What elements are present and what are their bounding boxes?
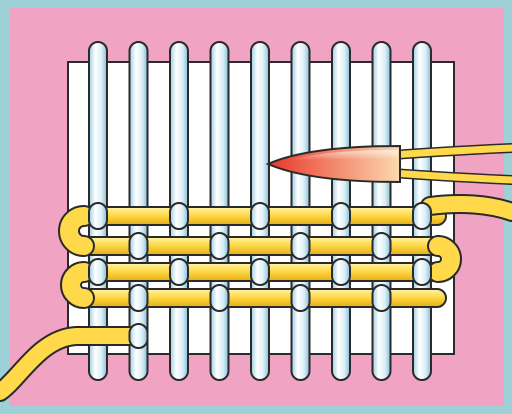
warp-over-segment [130, 285, 148, 311]
warp-over-segment [170, 259, 188, 285]
warp-over-segment [211, 233, 229, 259]
warp-over-segment [413, 259, 431, 285]
warp-over-segment [211, 285, 229, 311]
weft-out [430, 204, 512, 212]
warp-over-segment [89, 259, 107, 285]
warp-over-segment [292, 285, 310, 311]
warp-over-segment [292, 233, 310, 259]
warp-over-segment [373, 285, 391, 311]
warp-over-segment [130, 233, 148, 259]
warp-over-segment [130, 324, 148, 348]
warp-over-segment [373, 233, 391, 259]
warp-over-segment [332, 259, 350, 285]
warp-over-segment [251, 259, 269, 285]
warp-over-segment [89, 203, 107, 229]
warp-over-segment [251, 203, 269, 229]
warp-over-segment [332, 203, 350, 229]
warp-over-segment [413, 203, 431, 229]
warp-over-segment [170, 203, 188, 229]
